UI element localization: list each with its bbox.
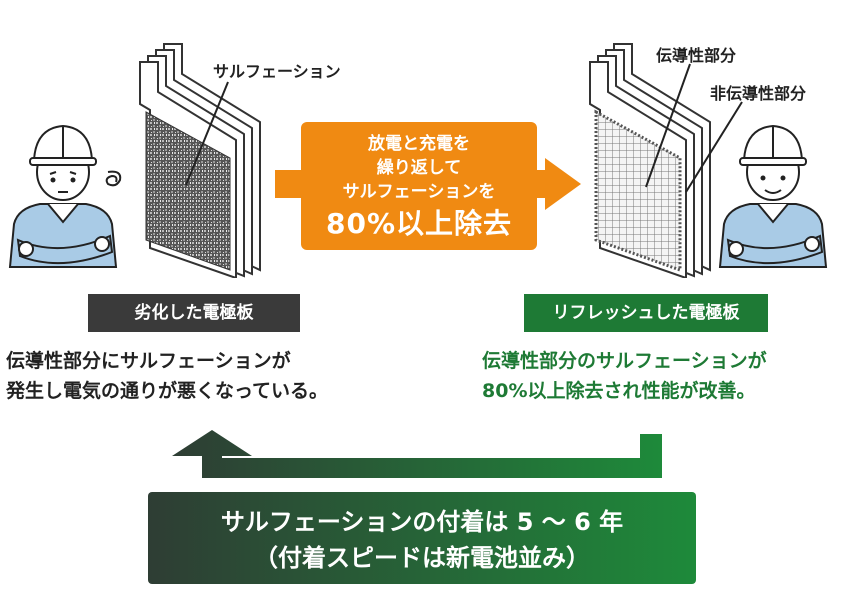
process-line-2: 繰り返して <box>376 158 462 178</box>
process-line-1: 放電と充電を <box>368 134 470 154</box>
worried-worker-illustration <box>0 112 140 272</box>
nonconductive-callout-line <box>680 100 750 200</box>
refreshed-desc-line-2: 80%以上除去され性能が改善。 <box>482 380 756 402</box>
satisfied-worker-illustration <box>712 112 842 272</box>
bottom-line-1: サルフェーションの付着は 5 〜 6 年 <box>220 508 624 536</box>
bottom-line-2: （付着スピードは新電池並み） <box>254 544 590 572</box>
refreshed-description: 伝導性部分のサルフェーションが 80%以上除去され性能が改善。 <box>482 346 767 406</box>
process-line-3: サルフェーションを <box>342 182 496 202</box>
nonconductive-part-label: 非伝導性部分 <box>710 84 807 103</box>
bottom-banner <box>148 492 696 584</box>
conductive-part-label: 伝導性部分 <box>656 46 737 65</box>
degraded-desc-line-1: 伝導性部分にサルフェーションが <box>6 350 291 372</box>
degraded-description: 伝導性部分にサルフェーションが 発生し電気の通りが悪くなっている。 <box>6 346 328 406</box>
return-arrow <box>150 428 670 488</box>
sulfation-callout-label: サルフェーション <box>213 62 341 81</box>
conductive-callout-line <box>640 62 700 192</box>
degraded-desc-line-2: 発生し電気の通りが悪くなっている。 <box>6 380 329 402</box>
process-description: 放電と充電を 繰り返して サルフェーションを 80%以上除去 <box>303 124 535 244</box>
degraded-plate-label: 劣化した電極板 <box>88 294 300 332</box>
sulfation-callout-line <box>180 80 240 190</box>
degraded-electrode-plate <box>120 38 280 278</box>
process-arrow <box>275 118 583 254</box>
bottom-banner-text: サルフェーションの付着は 5 〜 6 年 （付着スピードは新電池並み） <box>148 496 696 576</box>
refreshed-plate-label: リフレッシュした電極板 <box>524 294 768 332</box>
process-line-4: 80%以上除去 <box>325 207 513 240</box>
refreshed-desc-line-1: 伝導性部分のサルフェーションが <box>482 350 767 372</box>
